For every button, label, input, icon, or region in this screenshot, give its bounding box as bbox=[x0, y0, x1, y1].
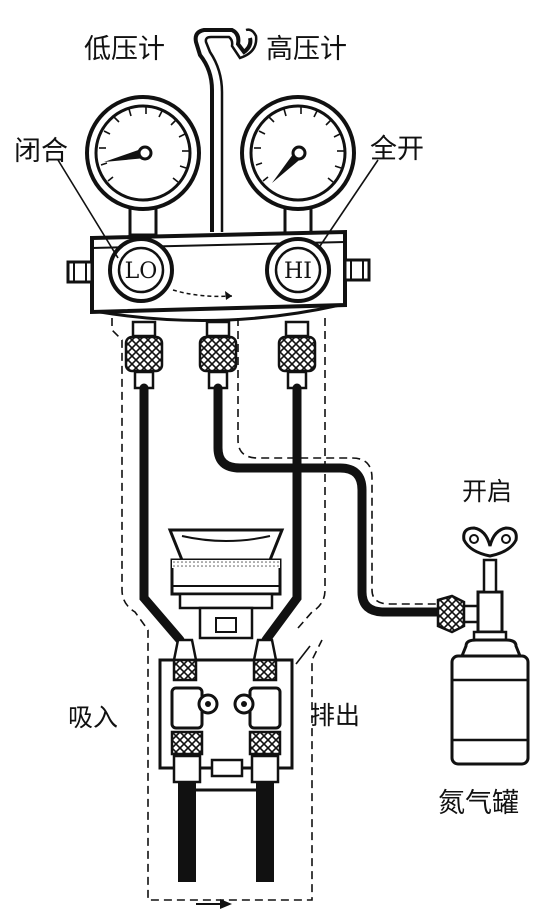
leader-lines bbox=[57, 159, 379, 665]
left-hose-fitting bbox=[124, 320, 164, 390]
manifold-body: LO HI bbox=[66, 229, 371, 323]
discharge-service-valve bbox=[233, 638, 282, 882]
nitrogen-tank-label: 氮气罐 bbox=[438, 788, 519, 819]
center-hose-fitting bbox=[198, 320, 238, 390]
lo-valve-knob: LO bbox=[108, 237, 174, 303]
internal-flow-path bbox=[172, 289, 233, 298]
high-gauge-label: 高压计 bbox=[266, 34, 347, 65]
fully-open-label: 全开 bbox=[370, 134, 424, 165]
tank-valve-handle[interactable] bbox=[462, 526, 518, 558]
right-side-bolt bbox=[343, 258, 371, 282]
lo-valve-label: LO bbox=[125, 259, 158, 284]
hanger-hook bbox=[193, 28, 253, 232]
nitrogen-flow-path bbox=[111, 318, 446, 901]
low-gauge-label: 低压计 bbox=[84, 34, 165, 65]
hi-valve-label: HI bbox=[284, 259, 312, 284]
suction-service-valve bbox=[170, 638, 219, 882]
high-side-hose bbox=[261, 383, 302, 645]
discharge-label: 排出 bbox=[310, 701, 360, 730]
closed-label: 闭合 bbox=[14, 136, 68, 167]
high-pressure-gauge bbox=[240, 95, 356, 237]
low-gauge-needle bbox=[104, 148, 146, 162]
tank-regulator bbox=[436, 558, 508, 642]
low-pressure-gauge bbox=[85, 95, 201, 237]
right-hose-fitting bbox=[277, 320, 317, 390]
suction-label: 吸入 bbox=[68, 703, 118, 732]
hi-valve-knob: HI bbox=[265, 237, 331, 303]
nitrogen-tank bbox=[450, 638, 530, 766]
left-side-bolt bbox=[66, 260, 94, 284]
open-label: 开启 bbox=[462, 477, 512, 506]
low-side-hose bbox=[139, 383, 185, 645]
charging-hose bbox=[213, 383, 443, 617]
hoses bbox=[139, 383, 443, 645]
